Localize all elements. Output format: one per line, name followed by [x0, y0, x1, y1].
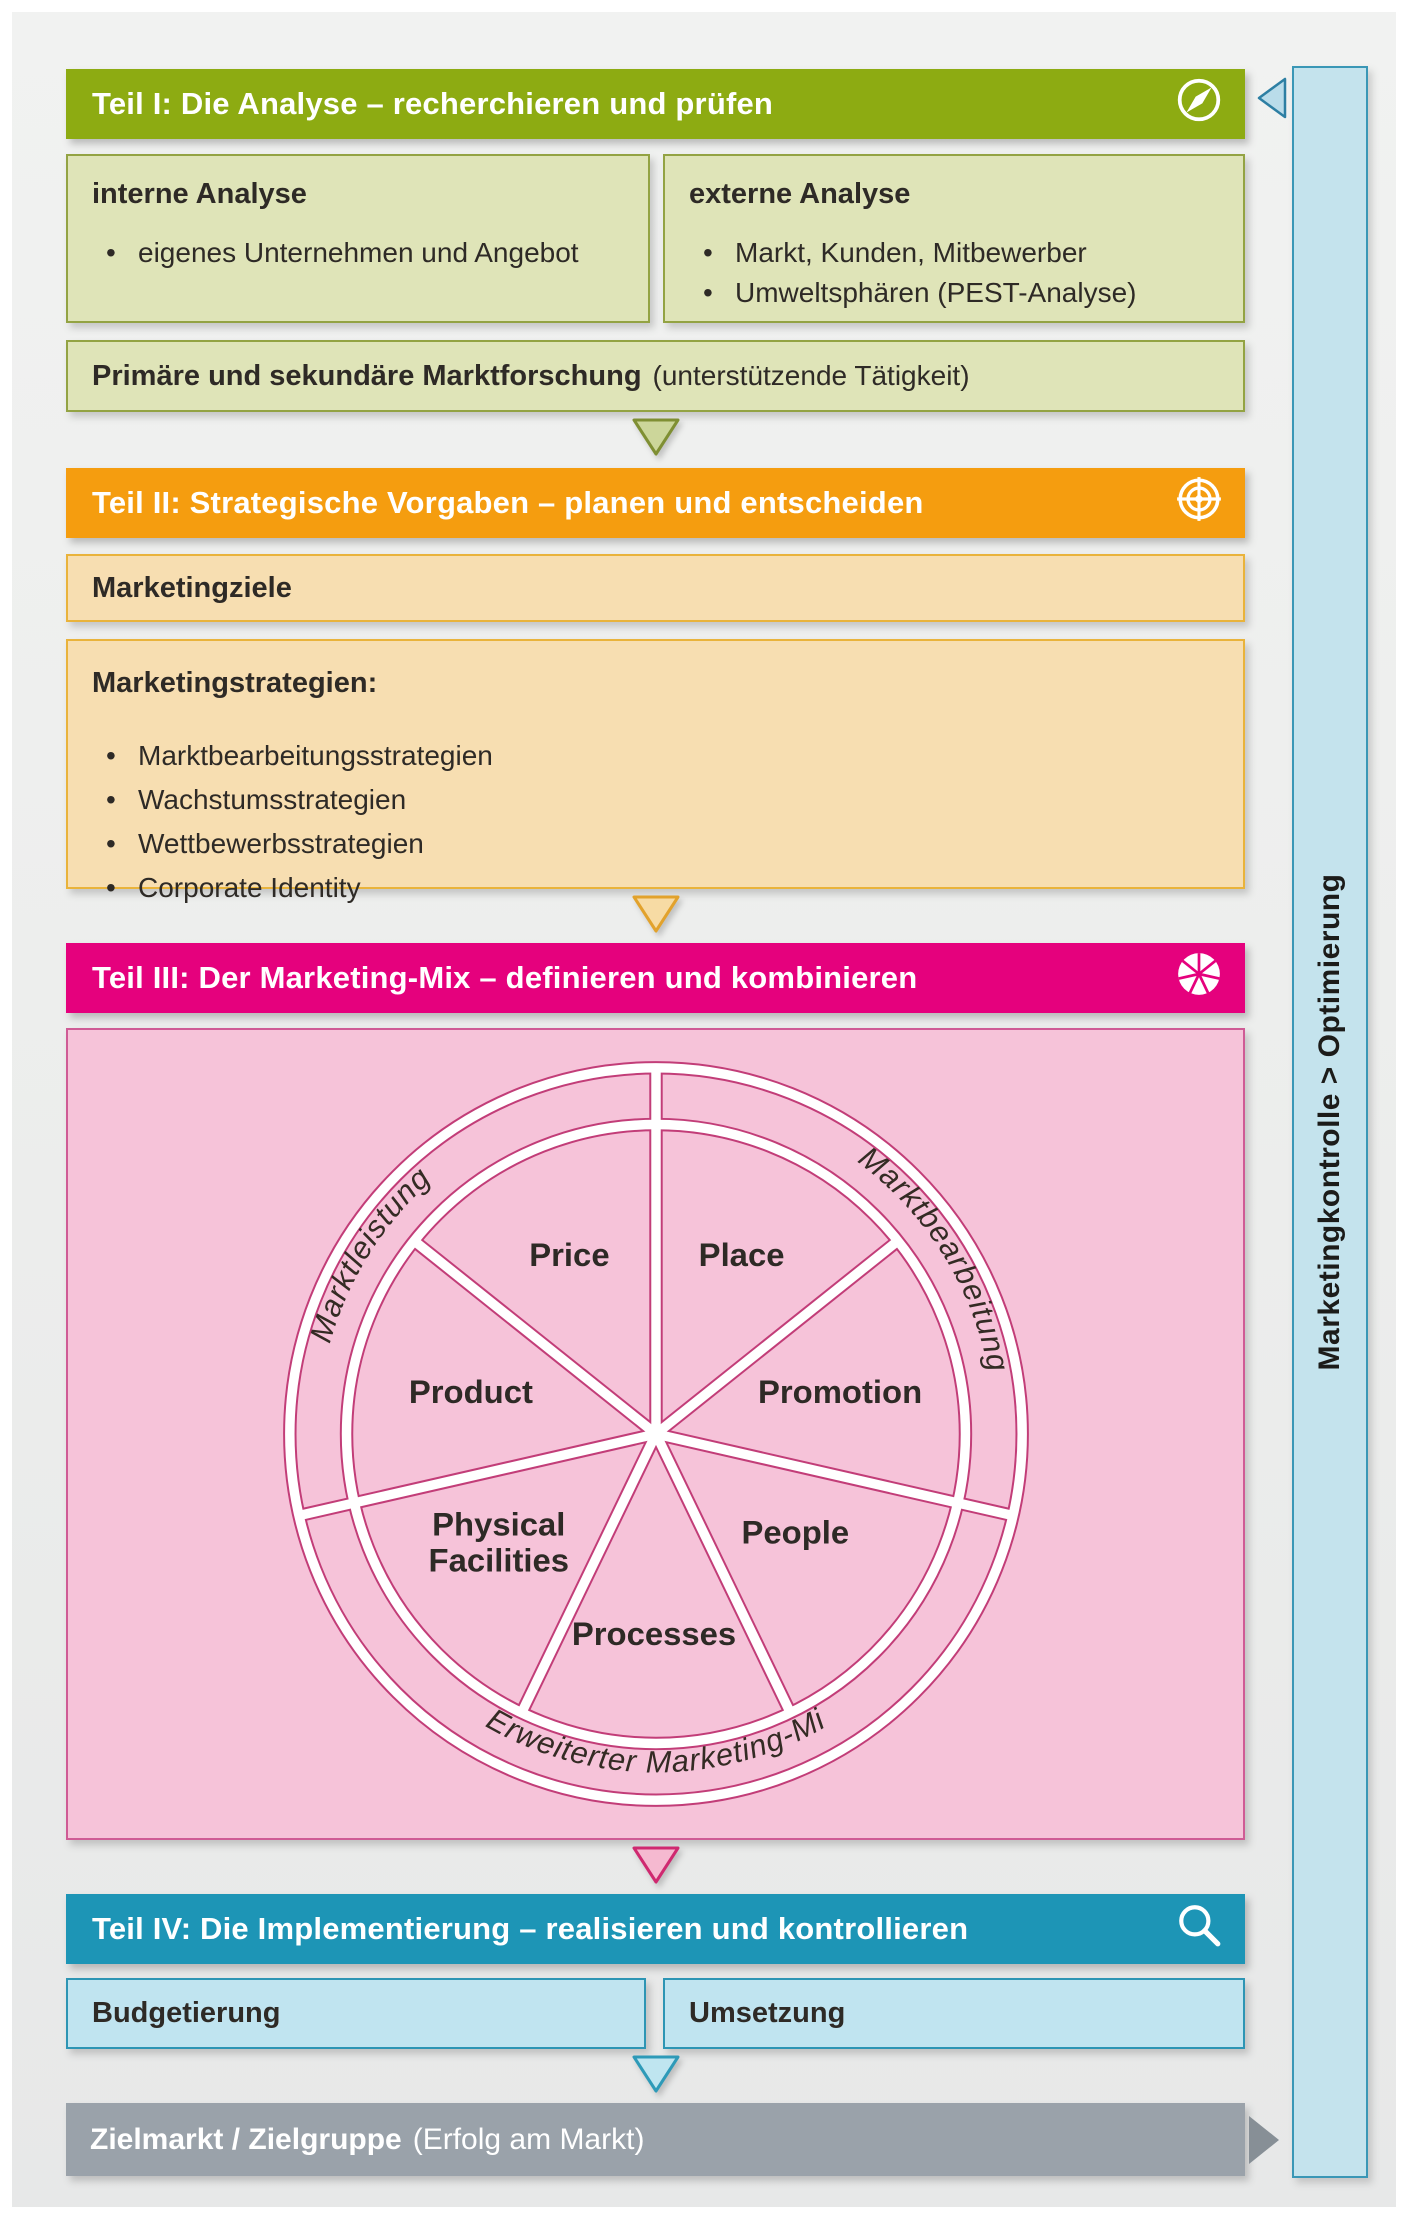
sector-label-place: Place: [699, 1236, 785, 1273]
section-header-teil2: Teil II: Strategische Vorgaben – planen …: [66, 468, 1245, 538]
marketing-mix-panel: Marktleistung Marktbearbeitung Erweitert…: [66, 1028, 1245, 1840]
teil3-title: Teil III: Der Marketing-Mix – definieren…: [92, 960, 918, 995]
flow-arrow-down-icon: [632, 1846, 680, 1884]
marketingstrategien-title: Marketingstrategien:: [92, 667, 378, 699]
externe-analyse-title: externe Analyse: [689, 178, 911, 210]
flow-arrow-down-icon: [632, 895, 680, 933]
sector-label-product: Product: [409, 1373, 533, 1410]
wheel-hub: [649, 1427, 663, 1441]
magnifier-icon: [1175, 1901, 1223, 1957]
marketingziele-title: Marketingziele: [92, 571, 292, 604]
list-item: eigenes Unternehmen und Angebot: [92, 233, 624, 273]
sector-label-price: Price: [529, 1236, 609, 1273]
budgetierung-box: Budgetierung: [66, 1978, 646, 2049]
compass-icon: [1175, 76, 1223, 132]
list-item: Marktbearbeitungsstrategien: [92, 734, 1219, 778]
flow-arrow-down-icon: [632, 2055, 680, 2093]
externe-analyse-box: externe Analyse Markt, Kunden, Mitbewerb…: [663, 154, 1245, 323]
list-item: Corporate Identity: [92, 866, 1219, 910]
flow-arrow-down-icon: [632, 418, 680, 456]
teil4-title: Teil IV: Die Implementierung – realisier…: [92, 1911, 969, 1946]
marketingstrategien-list: Marktbearbeitungsstrategien Wachstumsstr…: [92, 734, 1219, 910]
wheel-spokes: [285, 1063, 1027, 1805]
marketingziele-box: Marketingziele: [66, 554, 1245, 622]
teil2-title: Teil II: Strategische Vorgaben – planen …: [92, 485, 924, 520]
wheel-icon: [1175, 950, 1223, 1006]
sector-label-people: People: [741, 1513, 849, 1550]
diagram-canvas: Teil I: Die Analyse – recherchieren und …: [12, 12, 1396, 2207]
zielmarkt-note: (Erfolg am Markt): [412, 2122, 645, 2156]
marketingstrategien-box: Marketingstrategien: Marktbearbeitungsst…: [66, 639, 1245, 910]
sector-label-processes: Processes: [572, 1615, 736, 1652]
target-icon: [1175, 475, 1223, 531]
sector-label-physical-line2: Facilities: [429, 1541, 570, 1578]
section-header-teil3: Teil III: Der Marketing-Mix – definieren…: [66, 943, 1245, 1013]
marktforschung-note: (unterstützende Tätigkeit): [652, 360, 970, 391]
marketing-mix-wheel: Marktleistung Marktbearbeitung Erweitert…: [283, 1061, 1029, 1807]
sector-label-physical-line1: Physical: [432, 1505, 565, 1542]
umsetzung-box: Umsetzung: [663, 1978, 1245, 2049]
zielmarkt-bar: Zielmarkt / Zielgruppe (Erfolg am Markt): [66, 2103, 1245, 2176]
interne-analyse-title: interne Analyse: [92, 178, 307, 210]
arrow-left-icon: [1257, 77, 1287, 119]
sidebar-label: Marketingkontrolle > Optimierung: [1313, 873, 1346, 1371]
arrow-right-icon: [1249, 2116, 1279, 2164]
sector-label-promotion: Promotion: [758, 1373, 922, 1410]
list-item: Umweltsphären (PEST-Analyse): [689, 273, 1219, 313]
interne-analyse-box: interne Analyse eigenes Unternehmen und …: [66, 154, 650, 323]
umsetzung-label: Umsetzung: [689, 1997, 846, 2029]
teil1-title: Teil I: Die Analyse – recherchieren und …: [92, 86, 774, 121]
externe-analyse-list: Markt, Kunden, Mitbewerber Umweltsphären…: [689, 233, 1219, 313]
marktforschung-title: Primäre und sekundäre Marktforschung: [92, 359, 642, 392]
zielmarkt-title: Zielmarkt / Zielgruppe: [90, 2122, 402, 2156]
interne-analyse-list: eigenes Unternehmen und Angebot: [92, 233, 624, 273]
budgetierung-label: Budgetierung: [92, 1997, 281, 2029]
list-item: Markt, Kunden, Mitbewerber: [689, 233, 1219, 273]
list-item: Wachstumsstrategien: [92, 778, 1219, 822]
section-header-teil1: Teil I: Die Analyse – recherchieren und …: [66, 69, 1245, 139]
section-header-teil4: Teil IV: Die Implementierung – realisier…: [66, 1894, 1245, 1964]
marketingkontrolle-sidebar: [1292, 66, 1368, 2178]
list-item: Wettbewerbsstrategien: [92, 822, 1219, 866]
marktforschung-box: Primäre und sekundäre Marktforschung (un…: [66, 340, 1245, 412]
